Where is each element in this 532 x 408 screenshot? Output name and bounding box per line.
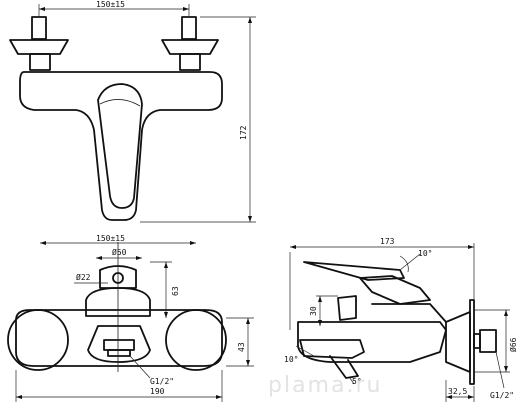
right-connector xyxy=(181,16,197,40)
side-cartridge xyxy=(359,275,431,305)
dim-handle-angle: 10° xyxy=(418,249,432,258)
cartridge-cap xyxy=(99,265,137,289)
right-nut xyxy=(179,53,201,71)
dim-length: 173 xyxy=(380,237,395,246)
dim-center-width: 150±15 xyxy=(96,234,125,243)
side-inlet xyxy=(479,329,497,353)
dim-30: 30 xyxy=(309,306,318,316)
dim-43: 43 xyxy=(237,342,246,352)
dim-thread: G1/2" xyxy=(150,377,174,386)
dim-arrows xyxy=(446,395,474,399)
right-escutcheon xyxy=(165,309,227,371)
dim-63: 63 xyxy=(171,286,180,296)
dim-height: 172 xyxy=(239,125,248,140)
dim-offset: 32,5 xyxy=(448,387,467,396)
wall-plate xyxy=(469,299,475,385)
diverter-outlet xyxy=(329,355,359,379)
front-view: 150±15 172 xyxy=(9,0,256,223)
leader-line xyxy=(129,355,151,379)
lever-handle xyxy=(97,83,143,209)
wall-flange xyxy=(445,311,471,373)
side-spout xyxy=(299,339,365,359)
left-escutcheon xyxy=(7,309,69,371)
watermark: plama.ru xyxy=(268,373,382,398)
lever-edge xyxy=(99,99,141,107)
side-shoulder xyxy=(371,303,447,323)
dim-angle-10: 10° xyxy=(284,355,298,364)
left-nut xyxy=(29,53,51,71)
angle-line xyxy=(295,345,315,357)
angle-arc xyxy=(399,255,409,273)
dim-arrows xyxy=(318,296,322,326)
leader-line xyxy=(399,253,421,271)
thread-stub xyxy=(107,349,131,357)
dim-outlet-diameter: Ø50 xyxy=(112,247,127,257)
leader-line xyxy=(349,377,355,385)
dim-overall-width: 190 xyxy=(150,387,165,396)
right-flange xyxy=(161,39,219,55)
dim-side-thread: G1/2" xyxy=(490,391,514,400)
dim-top-width: 150±15 xyxy=(96,0,125,9)
side-view: 173 10° 30 10° 5° Ø66 32,5 G1/2" xyxy=(284,237,518,402)
aerator xyxy=(103,339,135,351)
left-connector xyxy=(31,16,47,40)
dim-flange-diameter: Ø66 xyxy=(508,337,518,352)
leader-line xyxy=(495,351,505,389)
bottom-body xyxy=(15,309,223,367)
dim-arrows xyxy=(164,262,168,318)
bottom-view: 150±15 Ø50 Ø22 63 43 G1/2" 190 xyxy=(7,234,254,402)
mixer-body xyxy=(19,71,223,221)
left-flange xyxy=(9,39,69,55)
diverter-knob xyxy=(337,295,357,321)
side-inlet-nut xyxy=(473,333,481,349)
dim-inlet-diameter: Ø22 xyxy=(76,272,91,282)
dim-angle-5: 5° xyxy=(352,377,362,386)
side-lever xyxy=(303,261,405,281)
side-body xyxy=(297,321,447,363)
